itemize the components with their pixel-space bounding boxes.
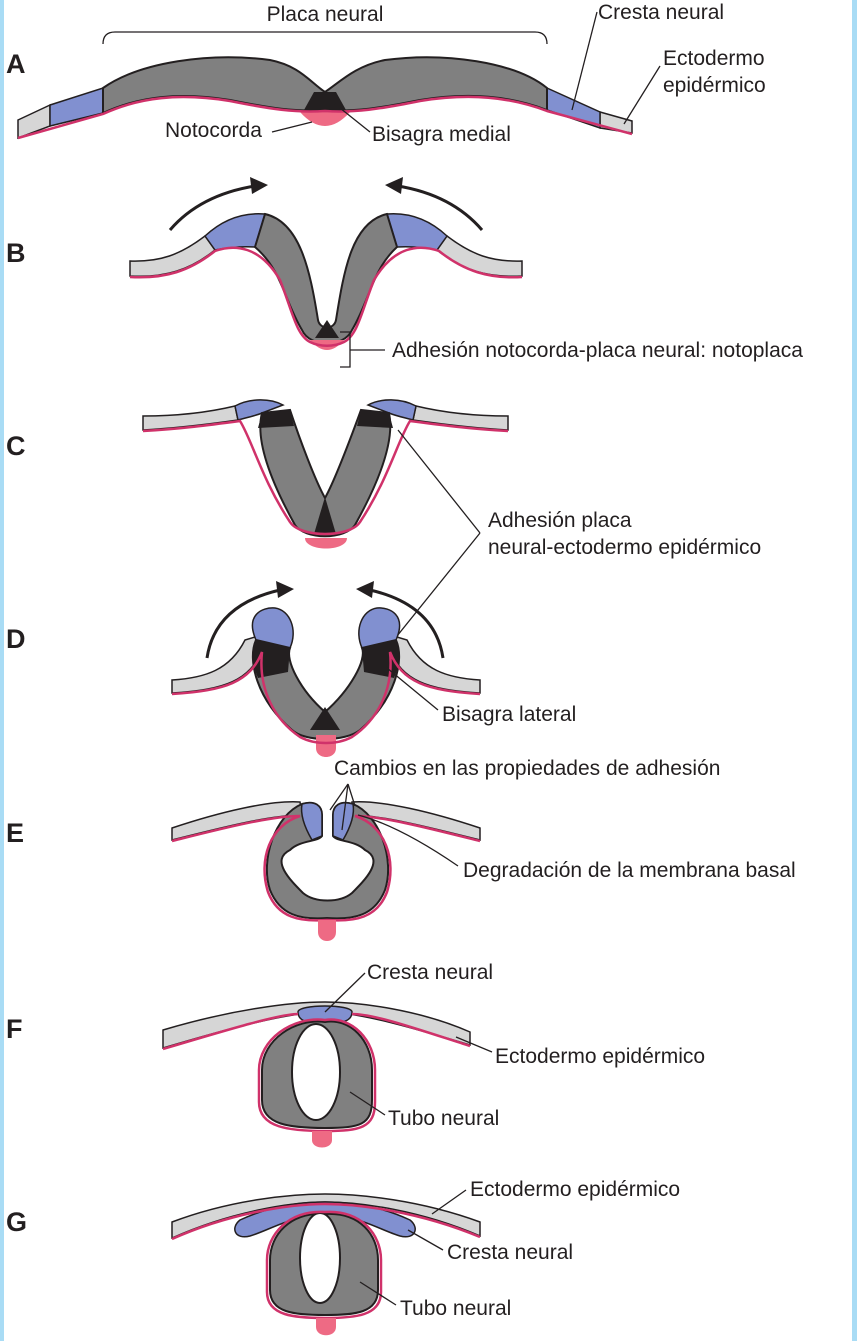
label-placa-neural: Placa neural: [267, 3, 384, 26]
label-cresta-neural: Cresta neural: [447, 1241, 573, 1264]
basement-membrane: [17, 95, 633, 140]
arrowhead-left: [276, 581, 294, 598]
neural-tube-lumen: [299, 1212, 341, 1304]
medial-hinge: [315, 320, 339, 338]
leader-cambios-2: [347, 783, 356, 807]
label-notocorda: Notocorda: [165, 119, 262, 142]
label-ectodermo: Ectodermo epidérmico: [470, 1178, 680, 1201]
leader-cambios-1: [341, 783, 349, 831]
notochord: [318, 920, 336, 941]
medial-hinge: [304, 92, 346, 110]
panel-b: B Adhesión notocorda-placa neural: notop…: [6, 177, 803, 368]
label-cresta-neural: Cresta neural: [598, 1, 724, 24]
neural-crest: [234, 1201, 416, 1238]
label-notoplaca: Adhesión notocorda-placa neural: notopla…: [392, 339, 803, 362]
neural-plate: [259, 408, 392, 538]
basement-membrane: [142, 419, 509, 536]
basement-membrane: [171, 651, 481, 745]
arrow-left-fold: [205, 588, 281, 659]
panel-letter-c: C: [6, 431, 26, 461]
neural-plate-bracket: [102, 31, 548, 45]
panel-d: D Bisagra lateral: [6, 581, 576, 757]
epidermal-ectoderm-left: [129, 234, 217, 278]
leader-cresta: [571, 11, 598, 111]
panel-f: F Cresta neural Ectodermo epidérmico Tub…: [6, 961, 705, 1148]
label-tubo-neural: Tubo neural: [388, 1107, 499, 1130]
label-bisagra-medial: Bisagra medial: [372, 123, 511, 146]
basement-membrane-ecto: [171, 1202, 481, 1241]
label-ectodermo: Ectodermo epidérmico: [495, 1045, 705, 1068]
label-adhesion-line2: neural-ectodermo epidérmico: [488, 536, 761, 559]
epidermal-ectoderm-right: [435, 234, 523, 278]
basement-membrane-ecto: [162, 1012, 471, 1051]
leader-cresta: [324, 972, 366, 1013]
neural-tube-closing: [265, 801, 390, 920]
arrow-right-fold: [397, 184, 484, 231]
leader-cresta: [407, 1229, 444, 1251]
hinge-right: [357, 410, 393, 428]
label-degradacion-membrana: Degradación de la membrana basal: [463, 859, 796, 882]
label-ectodermo-line2: epidérmico: [663, 74, 766, 97]
panel-c: C Adhesión placa neural-ectodermo epidér…: [6, 399, 761, 642]
label-ectodermo-line1: Ectodermo: [663, 47, 765, 70]
neural-tube-lumen: [291, 1023, 341, 1121]
leader-ectodermo: [431, 1189, 467, 1215]
epidermal-ectoderm-right: [389, 636, 481, 694]
arrowhead-left: [250, 177, 268, 194]
leader-notocorda: [271, 121, 313, 133]
leader-adhesion-d: [392, 532, 481, 642]
panel-e: E Cambios en las propiedades de adhesión…: [6, 757, 796, 941]
leader-tubo: [349, 1091, 386, 1116]
panel-letter-f: F: [6, 1014, 23, 1044]
neural-plate: [253, 212, 399, 345]
leader-degradacion: [357, 814, 459, 867]
arrowhead-right: [385, 177, 403, 194]
label-tubo-neural: Tubo neural: [400, 1297, 511, 1320]
panel-letter-g: G: [6, 1207, 27, 1237]
notochord: [316, 735, 336, 757]
arrowhead-right: [356, 581, 374, 598]
leader-tubo: [359, 1281, 397, 1306]
leader-ectodermo: [455, 1036, 493, 1053]
panel-a: A Placa neural Cresta neural Ectodermo e…: [6, 1, 766, 146]
panel-letter-b: B: [6, 238, 26, 268]
basement-membrane: [129, 246, 523, 347]
panel-letter-e: E: [6, 818, 24, 848]
leader-ectodermo: [623, 65, 661, 125]
leader-cambios-3: [329, 783, 349, 811]
neural-crest-left: [300, 802, 323, 841]
panel-letter-d: D: [6, 624, 26, 654]
label-cresta-neural: Cresta neural: [367, 961, 493, 984]
notochord: [312, 1131, 332, 1148]
panel-letter-a: A: [6, 49, 26, 79]
label-cambios-adhesion: Cambios en las propiedades de adhesión: [334, 757, 720, 780]
notochord: [316, 1318, 336, 1336]
leader-adhesion-c: [397, 429, 481, 534]
medial-hinge: [314, 497, 336, 534]
arrow-right-fold: [369, 588, 445, 659]
leader-bisagra-lateral: [386, 667, 439, 711]
label-bisagra-lateral: Bisagra lateral: [442, 703, 576, 726]
epidermal-ectoderm-left: [171, 636, 263, 694]
notochord: [305, 538, 347, 549]
leader-bisagra-medial: [329, 99, 371, 133]
arrow-left-fold: [168, 184, 256, 231]
medial-hinge: [310, 707, 340, 730]
panel-g: G Ectodermo epidérmico Cresta neural Tub…: [6, 1178, 680, 1336]
hinge-left: [258, 410, 294, 428]
label-adhesion-line1: Adhesión placa: [488, 509, 632, 532]
notochord: [300, 112, 350, 126]
